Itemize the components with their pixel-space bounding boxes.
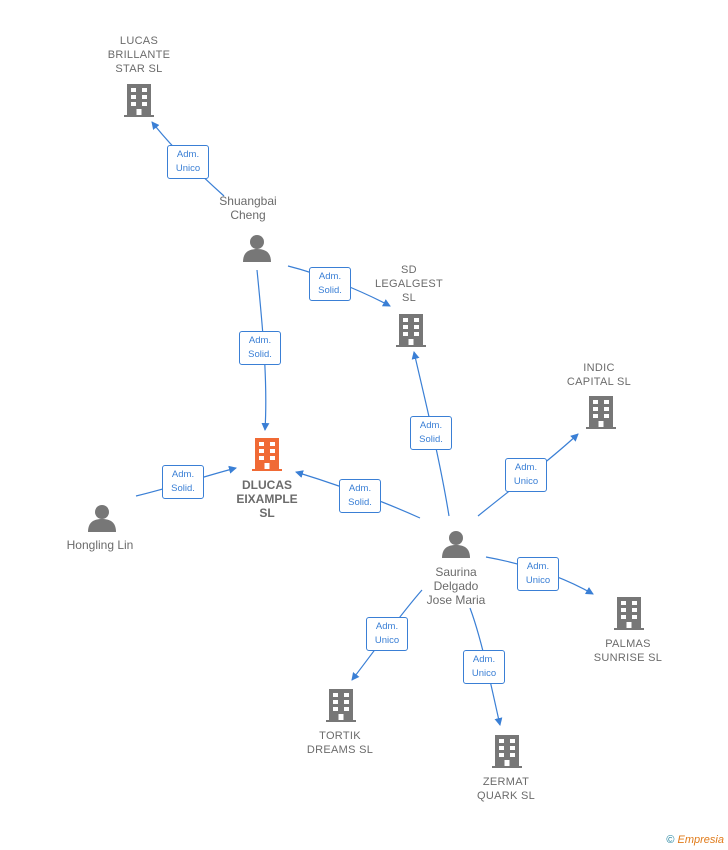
- copyright-icon: ©: [666, 834, 675, 846]
- edge-label-adm-solid: Adm. Solid.: [410, 416, 452, 450]
- building-icon[interactable]: [326, 689, 356, 722]
- edge-label-adm-solid: Adm. Solid.: [309, 267, 351, 301]
- building-icon[interactable]: [614, 597, 644, 630]
- edge-label-adm-unico: Adm. Unico: [505, 458, 547, 492]
- person-icon[interactable]: [88, 505, 116, 532]
- brand-logo: Empresia: [677, 834, 724, 846]
- edge-label-adm-solid: Adm. Solid.: [239, 331, 281, 365]
- footer-brand: © Empresia: [666, 834, 724, 846]
- node-label-tortik-dreams: TORTIK DREAMS SL: [306, 730, 374, 756]
- edge-label-adm-unico: Adm. Unico: [463, 650, 505, 684]
- node-label-shuangbai-cheng: Shuangbai Cheng: [219, 194, 277, 222]
- edge-label-adm-unico: Adm. Unico: [167, 145, 209, 179]
- building-icon[interactable]: [492, 735, 522, 768]
- node-label-hongling-lin: Hongling Lin: [66, 538, 134, 552]
- edge-label-adm-unico: Adm. Unico: [517, 557, 559, 591]
- edge-label-adm-unico: Adm. Unico: [366, 617, 408, 651]
- node-label-palmas-sunrise: PALMAS SUNRISE SL: [593, 638, 663, 664]
- person-icon[interactable]: [243, 235, 271, 262]
- node-label-indic-capital: INDIC CAPITAL SL: [566, 362, 632, 388]
- building-icon-focus[interactable]: [252, 438, 282, 471]
- edge-label-adm-solid: Adm. Solid.: [162, 465, 204, 499]
- building-icon[interactable]: [124, 84, 154, 117]
- building-icon[interactable]: [586, 396, 616, 429]
- edge-label-adm-solid: Adm. Solid.: [339, 479, 381, 513]
- node-label-lucas-brillante-star: LUCAS BRILLANTE STAR SL: [107, 35, 171, 75]
- node-label-saurina-delgado: Saurina Delgado Jose Maria: [426, 565, 486, 607]
- node-label-zermat-quark: ZERMAT QUARK SL: [476, 776, 536, 802]
- node-label-dlucas-eixample: DLUCAS EIXAMPLE SL: [236, 478, 298, 520]
- node-label-sd-legalgest: SD LEGALGEST SL: [374, 264, 444, 304]
- building-icon[interactable]: [396, 314, 426, 347]
- person-icon[interactable]: [442, 531, 470, 558]
